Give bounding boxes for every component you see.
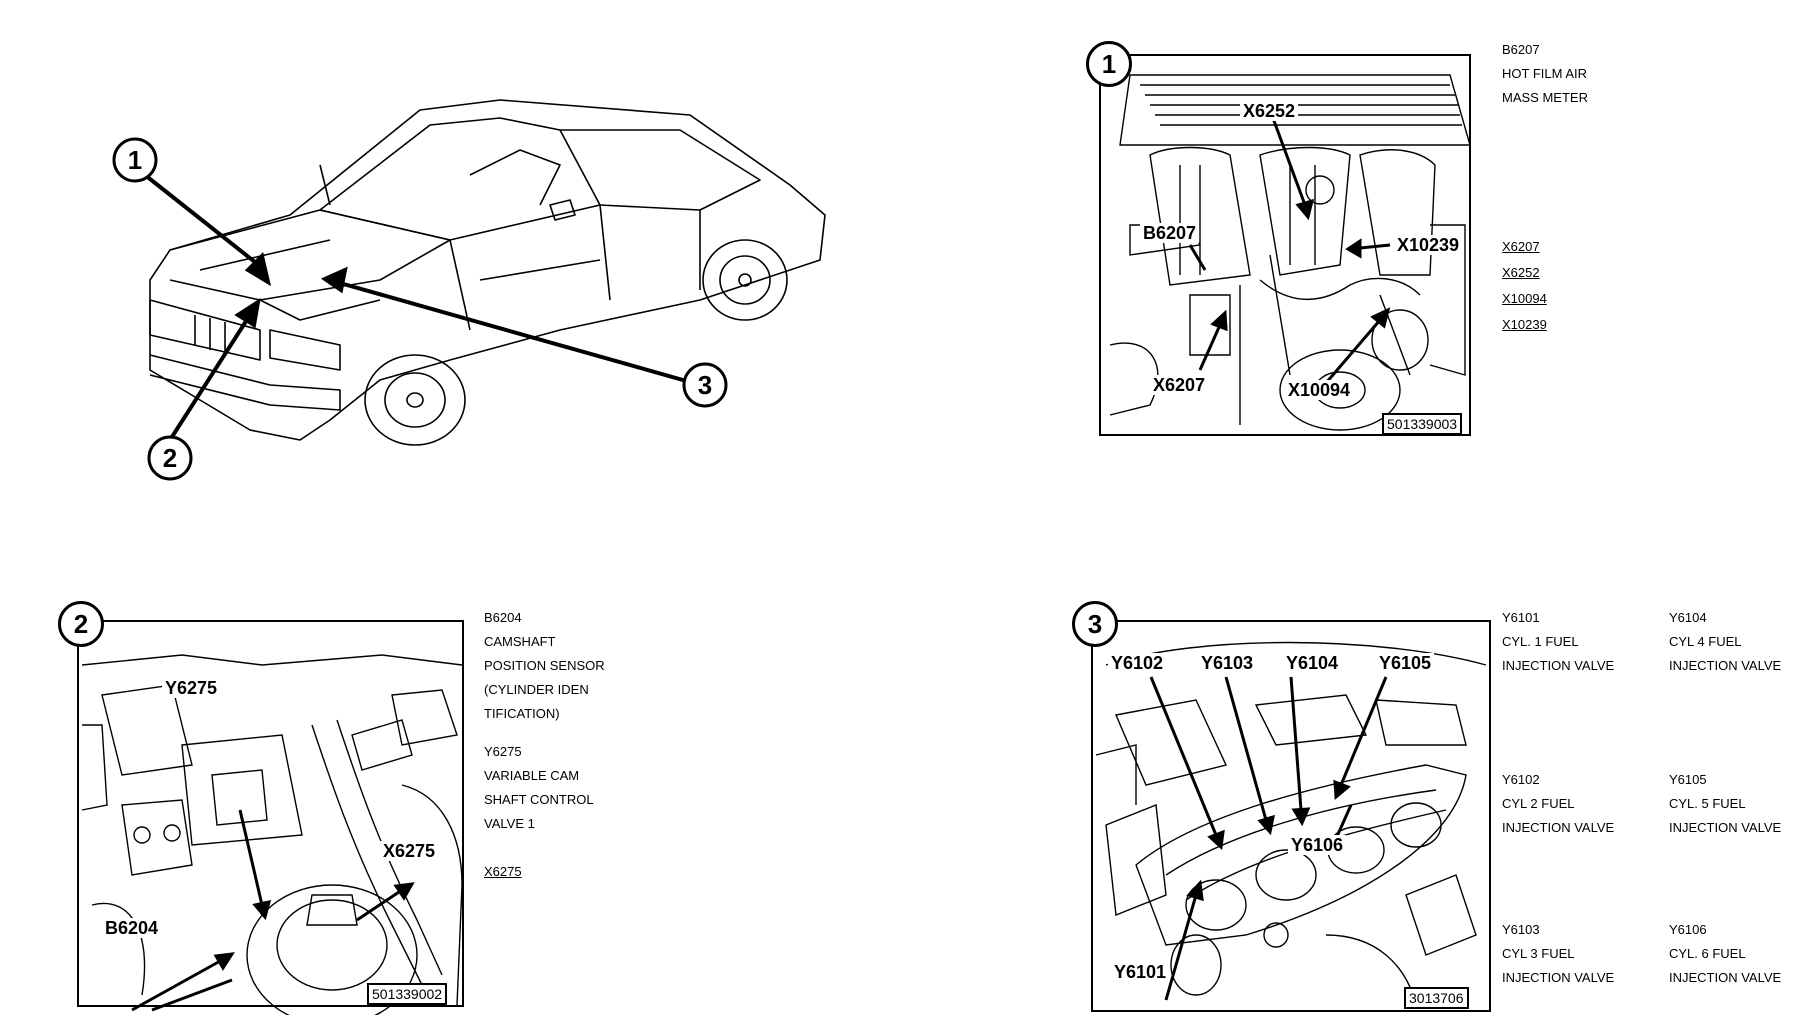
legend-y6101: Y6101 CYL. 1 FUEL INJECTION VALVE — [1502, 606, 1652, 678]
label-y6102: Y6102 — [1108, 653, 1167, 673]
legend-y6106: Y6106 CYL. 6 FUEL INJECTION VALVE — [1669, 918, 1814, 990]
label-b6204: B6204 — [102, 918, 162, 938]
legend-y6105-line2: INJECTION VALVE — [1669, 820, 1782, 835]
panel-1-legend: B6207 HOT FILM AIR MASS METER X6207 X625… — [1502, 38, 1642, 338]
legend-x10094: X10094 — [1502, 291, 1547, 306]
legend-y6102-code: Y6102 — [1502, 772, 1540, 787]
legend-x10239: X10239 — [1502, 317, 1547, 332]
panel-2-photo: 2 Y6275 X6275 B6204 501339002 — [58, 601, 472, 1015]
label-x6275: X6275 — [380, 841, 439, 861]
label-y6105: Y6105 — [1376, 653, 1435, 673]
legend-x6207: X6207 — [1502, 239, 1540, 254]
car-callout-3: 3 — [698, 370, 712, 400]
label-x10239: X10239 — [1394, 235, 1463, 255]
label-y6101: Y6101 — [1111, 962, 1170, 982]
legend-y6275-desc-3: VALVE 1 — [484, 816, 535, 831]
car-illustration: 1 2 3 — [112, 99, 826, 481]
panel-1-number: 1 — [1086, 41, 1132, 87]
legend-y6101-code: Y6101 — [1502, 610, 1540, 625]
legend-x6275: X6275 — [484, 864, 522, 879]
panel-2-number: 2 — [58, 601, 104, 647]
legend-y6275-desc-1: VARIABLE CAM — [484, 768, 580, 783]
legend-y6103-code: Y6103 — [1502, 922, 1540, 937]
legend-y6104-line2: INJECTION VALVE — [1669, 658, 1782, 673]
panel-1-figure-id: 501339003 — [1382, 413, 1463, 435]
legend-y6104-code: Y6104 — [1669, 610, 1707, 625]
legend-y6103-line2: INJECTION VALVE — [1502, 970, 1615, 985]
legend-b6204-desc-2: POSITION SENSOR — [484, 658, 605, 673]
legend-b6207-desc-2: MASS METER — [1502, 90, 1588, 105]
car-overview: 1 2 3 — [0, 0, 900, 560]
legend-y6104: Y6104 CYL 4 FUEL INJECTION VALVE — [1669, 606, 1814, 678]
legend-y6102-line1: CYL 2 FUEL — [1502, 796, 1575, 811]
panel-3-photo: 3 Y6102 Y6103 Y6104 Y6105 Y6106 Y6101 30… — [1072, 601, 1496, 1015]
legend-y6102-line2: INJECTION VALVE — [1502, 820, 1615, 835]
legend-b6207-code: B6207 — [1502, 42, 1540, 57]
legend-y6105: Y6105 CYL. 5 FUEL INJECTION VALVE — [1669, 768, 1814, 840]
panel-3-drawing — [1091, 620, 1491, 1012]
label-y6106: Y6106 — [1288, 835, 1347, 855]
panel-2-figure-id: 501339002 — [367, 983, 448, 1005]
car-callout-1: 1 — [128, 145, 142, 175]
panel-3-number: 3 — [1072, 601, 1118, 647]
legend-y6275-desc-2: SHAFT CONTROL — [484, 792, 594, 807]
label-x6207: X6207 — [1150, 375, 1209, 395]
legend-b6204-desc-4: TIFICATION) — [484, 706, 560, 721]
legend-b6204-code: B6204 — [484, 610, 522, 625]
legend-y6105-line1: CYL. 5 FUEL — [1669, 796, 1746, 811]
legend-y6103-line1: CYL 3 FUEL — [1502, 946, 1575, 961]
legend-y6103: Y6103 CYL 3 FUEL INJECTION VALVE — [1502, 918, 1652, 990]
legend-y6105-code: Y6105 — [1669, 772, 1707, 787]
legend-b6204-desc-1: CAMSHAFT — [484, 634, 556, 649]
label-y6275: Y6275 — [162, 678, 221, 698]
panel-2-legend: B6204 CAMSHAFT POSITION SENSOR (CYLINDER… — [484, 606, 654, 884]
legend-y6102: Y6102 CYL 2 FUEL INJECTION VALVE — [1502, 768, 1652, 840]
panel-2-drawing — [77, 620, 464, 1015]
legend-y6101-line1: CYL. 1 FUEL — [1502, 634, 1579, 649]
car-callout-2: 2 — [163, 443, 177, 473]
label-y6104: Y6104 — [1283, 653, 1342, 673]
label-y6103: Y6103 — [1198, 653, 1257, 673]
legend-x6252: X6252 — [1502, 265, 1540, 280]
legend-y6106-line1: CYL. 6 FUEL — [1669, 946, 1746, 961]
label-x6252: X6252 — [1240, 101, 1299, 121]
legend-y6104-line1: CYL 4 FUEL — [1669, 634, 1742, 649]
label-b6207: B6207 — [1140, 223, 1200, 243]
legend-y6106-line2: INJECTION VALVE — [1669, 970, 1782, 985]
legend-y6275-code: Y6275 — [484, 744, 522, 759]
legend-b6207-desc-1: HOT FILM AIR — [1502, 66, 1587, 81]
label-x10094: X10094 — [1285, 380, 1354, 400]
legend-y6106-code: Y6106 — [1669, 922, 1707, 937]
legend-b6204-desc-3: (CYLINDER IDEN — [484, 682, 589, 697]
legend-y6101-line2: INJECTION VALVE — [1502, 658, 1615, 673]
panel-1-photo: 1 X6252 B6207 X10239 X6207 X10094 501339… — [1086, 41, 1480, 440]
panel-3-figure-id: 3013706 — [1404, 987, 1469, 1009]
